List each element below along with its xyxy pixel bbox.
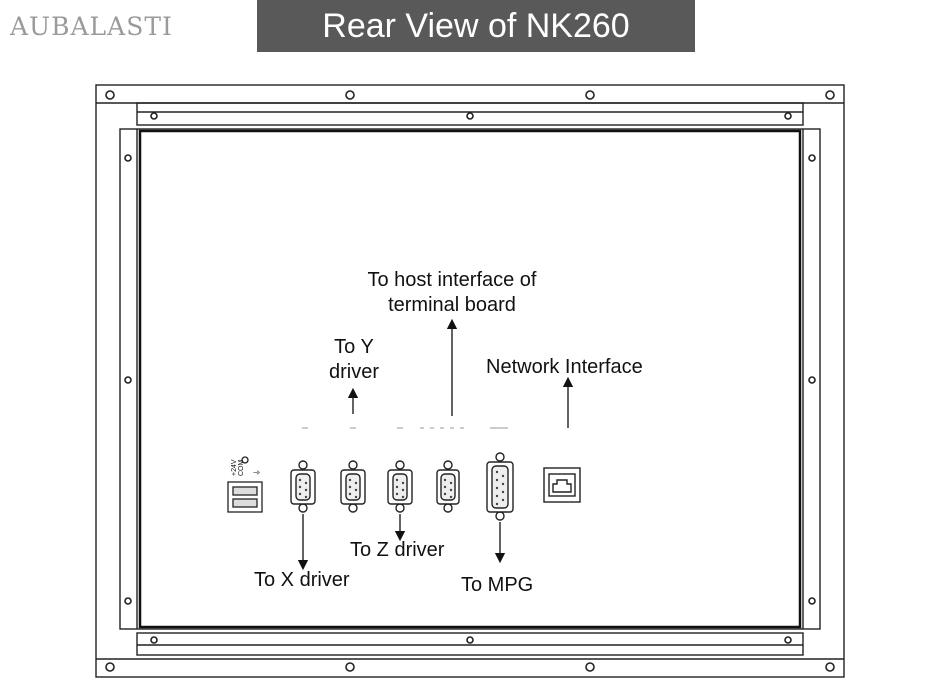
power-label-ground: ⏚ (253, 469, 261, 476)
power-terminal-icon (227, 456, 263, 513)
title-banner: Rear View of NK260 (257, 0, 695, 52)
label-host-interface-line2: terminal board (388, 294, 516, 316)
connector-pins (298, 470, 505, 506)
arrow-icon (297, 318, 574, 571)
outer-frame (95, 84, 845, 678)
label-host-interface-line1: To host interface of (367, 269, 537, 291)
power-label-com: COM (238, 460, 245, 477)
ethernet-port-icon (543, 467, 581, 503)
screw-hole-icon (105, 90, 835, 672)
label-x-driver: To X driver (254, 569, 350, 591)
label-y-driver: To Y driver (314, 335, 394, 385)
inner-panel (138, 129, 802, 629)
db-connector-icon (290, 452, 514, 521)
brand-watermark: AUBALASTI (10, 12, 173, 41)
label-z-driver: To Z driver (350, 539, 445, 561)
label-network-interface: Network Interface (486, 356, 643, 378)
label-mpg: To MPG (461, 574, 534, 596)
page-title: Rear View of NK260 (322, 7, 630, 45)
power-label-24v: +24V (231, 459, 238, 476)
label-host-interface: To host interface of terminal board (352, 268, 552, 318)
power-terminal-labels: +24V COM ⏚ (231, 459, 261, 476)
label-y-driver-line2: driver (328, 361, 379, 383)
label-y-driver-line1: To Y (334, 336, 374, 358)
